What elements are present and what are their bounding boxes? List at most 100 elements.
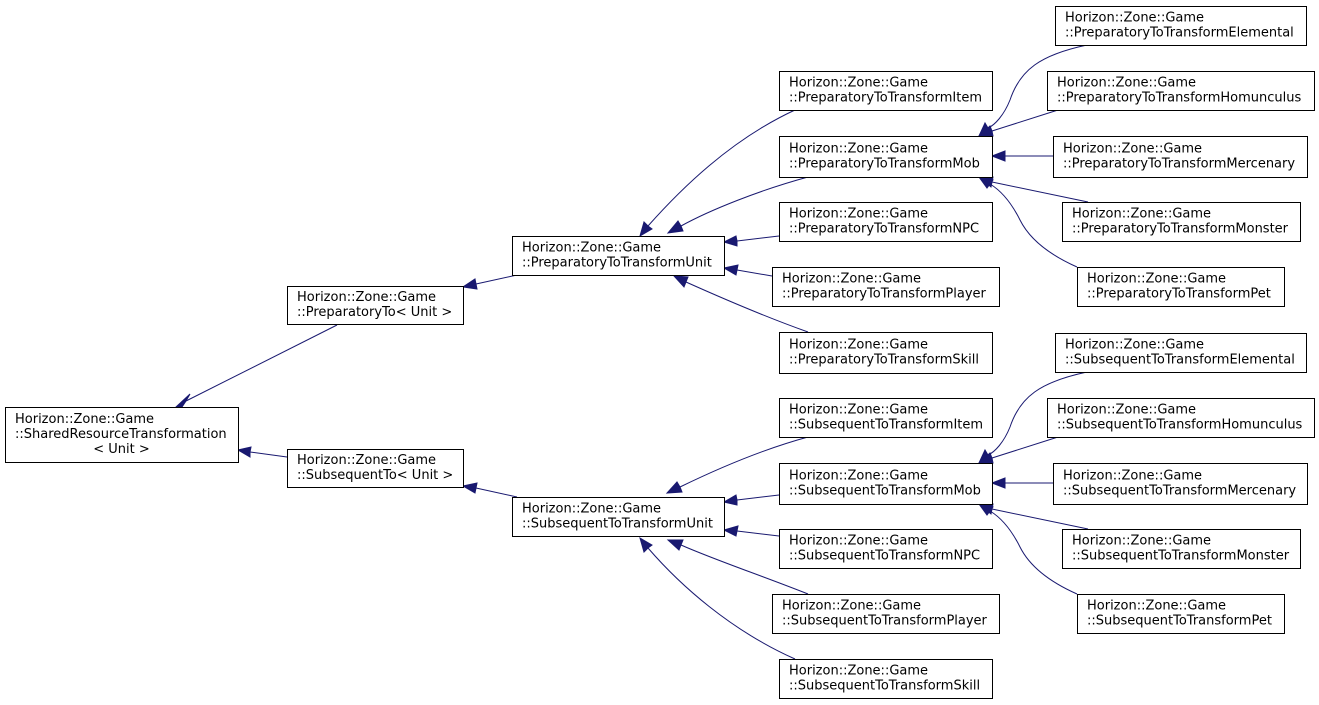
arrowhead-icon [722,264,739,276]
nodes-layer: Horizon::Zone::Game::SharedResourceTrans… [5,6,1315,699]
class-node-prep-homunculus[interactable]: Horizon::Zone::Game::PreparatoryToTransf… [1047,71,1315,111]
class-node-prep-pet[interactable]: Horizon::Zone::Game::PreparatoryToTransf… [1077,267,1285,307]
class-node-prep-mercenary[interactable]: Horizon::Zone::Game::PreparatoryToTransf… [1053,136,1308,178]
edge-line [989,510,1078,595]
edge-subs_unit-to-subs_to [461,482,518,498]
class-node-subs-mercenary[interactable]: Horizon::Zone::Game::SubsequentToTransfo… [1053,463,1308,505]
class-node-box [287,286,464,325]
class-node-box [779,71,993,111]
arrowhead-icon [666,539,684,551]
edge-subs_skill-to-subs_unit [639,536,796,660]
class-node-prep-mob[interactable]: Horizon::Zone::Game::PreparatoryToTransf… [779,136,993,178]
edge-line [736,530,780,537]
class-node-subs-mob[interactable]: Horizon::Zone::Game::SubsequentToTransfo… [779,463,993,505]
class-node-box [1055,6,1307,46]
class-node-box [512,236,725,276]
class-node-label-line: ::SubsequentToTransformHomunculus [1057,418,1303,433]
edge-line [185,324,338,402]
class-node-label-line: ::PreparatoryToTransformUnit [522,256,712,271]
class-node-label-line: ::PreparatoryToTransformNPC [789,222,979,237]
class-node-label-line: ::SubsequentToTransformElemental [1065,353,1295,368]
class-node-label-line: Horizon::Zone::Game [1087,599,1226,614]
class-node-box [1077,594,1285,634]
edge-line [680,544,809,595]
edge-prep_item-to-prep_unit [639,109,796,238]
edge-line [987,44,1088,129]
class-node-label-line: ::PreparatoryToTransformMonster [1072,222,1289,237]
class-node-subs-homunculus[interactable]: Horizon::Zone::Game::SubsequentToTransfo… [1047,398,1315,438]
class-node-box [1062,529,1301,569]
class-node-box [779,202,993,242]
arrowhead-icon [666,220,684,234]
arrowhead-icon [722,525,739,537]
class-node-subs-to[interactable]: Horizon::Zone::Game::SubsequentTo< Unit … [287,449,464,488]
edge-line [647,547,796,660]
class-node-prep-to[interactable]: Horizon::Zone::Game::PreparatoryTo< Unit… [287,286,464,325]
class-node-subs-skill[interactable]: Horizon::Zone::Game::SubsequentToTransfo… [779,659,993,699]
edge-line [987,371,1088,456]
class-node-prep-player[interactable]: Horizon::Zone::Game::PreparatoryToTransf… [772,267,1000,307]
arrowhead-icon [672,275,689,288]
arrowhead-icon [461,482,478,494]
class-node-label-line: ::PreparatoryToTransformMercenary [1063,157,1295,172]
class-node-label-line: Horizon::Zone::Game [1063,142,1202,157]
class-node-label-line: Horizon::Zone::Game [1063,469,1202,484]
edge-line [991,508,1089,530]
edge-line [991,181,1089,203]
edge-prep_mercenary-to-prep_mob [990,150,1053,162]
edge-line [679,436,809,488]
edge-subs_homunculus-to-subs_mob [977,436,1059,464]
class-node-label-line: ::SubsequentToTransformPlayer [782,614,988,629]
class-node-box [1047,71,1315,111]
edge-prep_homunculus-to-prep_mob [977,109,1059,137]
class-node-subs-player[interactable]: Horizon::Zone::Game::SubsequentToTransfo… [772,594,1000,634]
class-node-box [1053,136,1308,178]
class-node-label-line: ::PreparatoryToTransformMob [789,157,980,172]
class-node-label-line: ::SharedResourceTransformation [15,427,227,442]
class-node-subs-unit[interactable]: Horizon::Zone::Game::SubsequentToTransfo… [512,497,725,537]
class-node-label-line: ::PreparatoryToTransformPet [1087,287,1271,302]
class-node-box [1077,267,1285,307]
class-node-label-line: Horizon::Zone::Game [1065,338,1204,353]
edge-subs_npc-to-subs_unit [722,525,780,537]
edge-prep_monster-to-prep_mob [977,176,1089,203]
class-node-label-line: Horizon::Zone::Game [789,207,928,222]
class-node-label-line: ::SubsequentToTransformPet [1087,614,1272,629]
class-node-label-line: Horizon::Zone::Game [789,664,928,679]
edge-prep_unit-to-prep_to [461,274,518,290]
class-node-subs-monster[interactable]: Horizon::Zone::Game::SubsequentToTransfo… [1062,529,1301,569]
edge-subs_item-to-subs_unit [665,436,809,494]
class-node-prep-npc[interactable]: Horizon::Zone::Game::PreparatoryToTransf… [779,202,993,242]
edge-line [736,269,773,277]
class-node-prep-elemental[interactable]: Horizon::Zone::Game::PreparatoryToTransf… [1055,6,1307,46]
class-node-label-line: Horizon::Zone::Game [297,453,436,468]
class-node-box [779,659,993,699]
class-node-prep-unit[interactable]: Horizon::Zone::Game::PreparatoryToTransf… [512,236,725,276]
class-node-prep-item[interactable]: Horizon::Zone::Game::PreparatoryToTransf… [779,71,993,111]
class-node-label-line: Horizon::Zone::Game [1057,403,1196,418]
edge-subs_player-to-subs_unit [666,539,809,595]
class-node-label-line: ::SubsequentToTransformNPC [789,549,980,564]
class-node-label-line: ::SubsequentToTransformSkill [789,679,980,694]
class-node-subs-elemental[interactable]: Horizon::Zone::Game::SubsequentToTransfo… [1055,333,1307,373]
edge-prep_player-to-prep_unit [722,264,773,277]
class-node-label-line: Horizon::Zone::Game [789,534,928,549]
edge-line [475,487,518,498]
class-node-label-line: ::PreparatoryToTransformHomunculus [1057,91,1302,106]
class-node-label-line: Horizon::Zone::Game [297,290,436,305]
class-node-prep-skill[interactable]: Horizon::Zone::Game::PreparatoryToTransf… [779,332,993,374]
arrowhead-icon [722,235,738,247]
class-node-subs-pet[interactable]: Horizon::Zone::Game::SubsequentToTransfo… [1077,594,1285,634]
edge-line [475,274,518,285]
class-node-label-line: Horizon::Zone::Game [1065,11,1204,26]
class-node-shared[interactable]: Horizon::Zone::Game::SharedResourceTrans… [5,407,239,463]
class-node-subs-npc[interactable]: Horizon::Zone::Game::SubsequentToTransfo… [779,529,993,569]
class-node-label-line: ::PreparatoryToTransformItem [789,91,982,106]
class-node-prep-monster[interactable]: Horizon::Zone::Game::PreparatoryToTransf… [1062,202,1301,242]
class-node-subs-item[interactable]: Horizon::Zone::Game::SubsequentToTransfo… [779,398,993,438]
class-node-label-line: Horizon::Zone::Game [522,502,661,517]
class-node-box [287,449,464,488]
edge-prep_to-to-shared [174,324,338,408]
class-node-label-line: Horizon::Zone::Game [782,599,921,614]
